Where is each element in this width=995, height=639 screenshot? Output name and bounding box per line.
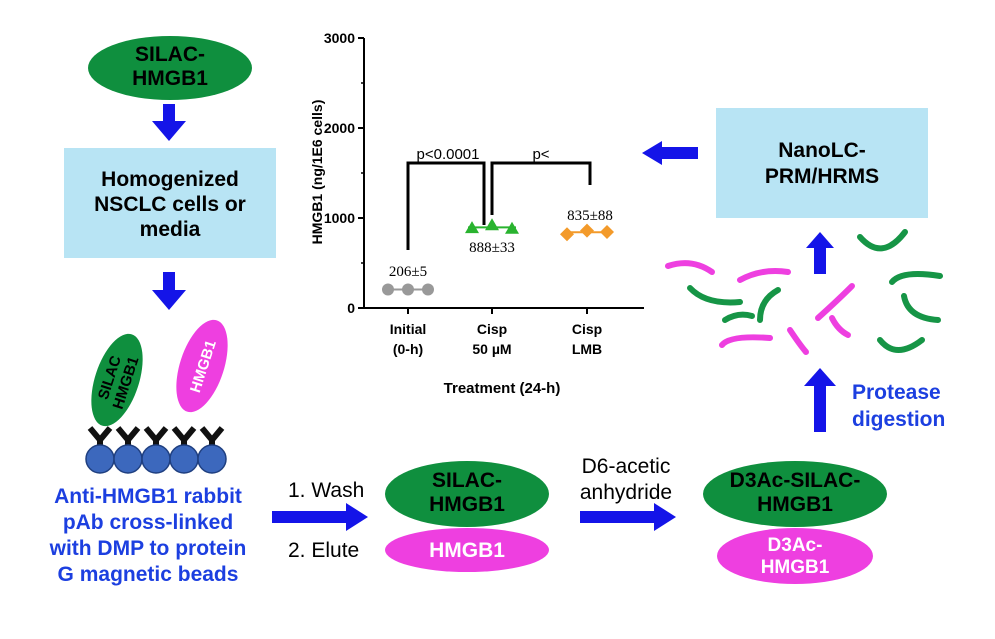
y-tick-label: 3000 xyxy=(324,30,355,46)
peptide-fragment xyxy=(815,283,855,321)
peptide-fragment xyxy=(737,268,791,283)
y-tick-label: 1000 xyxy=(324,210,355,226)
antibody-beads xyxy=(85,426,227,474)
data-label: 888±33 xyxy=(469,240,515,256)
data-point xyxy=(422,283,434,296)
silac-hmgb1-line1: SILAC- xyxy=(135,43,205,66)
bead-hmgb1: HMGB1 xyxy=(176,319,228,413)
data-point xyxy=(600,224,614,239)
data-point xyxy=(382,283,394,296)
protease-line1: Protease xyxy=(852,381,941,404)
homogenized-line3: media xyxy=(140,218,201,241)
right-arrow-icon xyxy=(272,503,368,531)
peptide-fragment xyxy=(687,285,743,306)
left-arrow-icon xyxy=(642,141,698,165)
beads-caption: Anti-HMGB1 rabbit pAb cross-linked with … xyxy=(49,485,247,586)
x-axis-label: Treatment (24-h) xyxy=(444,380,561,397)
data-label: 835±88 xyxy=(567,208,613,224)
data-point xyxy=(465,221,479,234)
peptide-fragment xyxy=(877,337,925,353)
reagent-line1: D6-acetic xyxy=(582,455,671,478)
d3ac-hmgb1-line2: HMGB1 xyxy=(761,557,830,578)
elute-label: 2. Elute xyxy=(288,539,359,562)
data-point xyxy=(402,283,414,296)
comparison-label: p<0.0001 xyxy=(417,146,480,163)
hmgb1-eluted: HMGB1 xyxy=(385,528,549,572)
d3ac-silac-hmgb1-node: D3Ac-SILAC- HMGB1 xyxy=(703,461,887,527)
up-arrow-icon xyxy=(804,368,836,432)
d3ac-silac-line2: HMGB1 xyxy=(757,493,833,516)
peptide-fragment xyxy=(857,229,908,252)
magnetic-bead xyxy=(85,444,115,474)
down-arrow-icon xyxy=(152,272,186,310)
peptide-fragment xyxy=(719,334,773,348)
peptide-fragment xyxy=(665,260,715,275)
comparison-bracket xyxy=(406,161,486,250)
up-arrow-icon xyxy=(806,232,834,274)
y-tick-label: 0 xyxy=(347,300,355,316)
peptide-fragment xyxy=(829,315,851,338)
magnetic-bead xyxy=(169,444,199,474)
data-point xyxy=(580,223,594,238)
silac-eluted-line2: HMGB1 xyxy=(429,493,505,516)
comparison-bracket xyxy=(490,161,592,215)
homogenized-line1: Homogenized xyxy=(101,168,239,191)
silac-eluted-line1: SILAC- xyxy=(432,469,502,492)
peptide-fragments xyxy=(665,229,943,355)
homogenized-box: Homogenized NSCLC cells or media xyxy=(64,148,276,258)
hmgb1-eluted-label: HMGB1 xyxy=(429,539,505,562)
x-tick-label: 50 µM xyxy=(472,341,511,357)
beads-caption-line1: Anti-HMGB1 rabbit xyxy=(54,485,242,508)
nanolc-box: NanoLC- PRM/HRMS xyxy=(716,108,928,218)
d3ac-hmgb1-line1: D3Ac- xyxy=(768,535,823,556)
magnetic-bead xyxy=(113,444,143,474)
data-point xyxy=(505,221,519,234)
wash-label: 1. Wash xyxy=(288,479,364,502)
x-tick-label: Cisp xyxy=(477,321,507,337)
protease-line2: digestion xyxy=(852,408,945,431)
x-tick-label: (0-h) xyxy=(393,341,423,357)
comparison-label: p< xyxy=(532,146,549,163)
silac-hmgb1-eluted: SILAC- HMGB1 xyxy=(385,461,549,527)
magnetic-bead xyxy=(197,444,227,474)
data-point xyxy=(560,227,574,242)
beads-caption-line3: with DMP to protein xyxy=(49,537,247,560)
y-axis-label: HMGB1 (ng/1E6 cells) xyxy=(309,100,325,245)
silac-hmgb1-node: SILAC- HMGB1 xyxy=(88,36,252,100)
x-tick-label: Initial xyxy=(390,321,427,337)
peptide-fragment xyxy=(757,287,781,323)
nanolc-line2: PRM/HRMS xyxy=(765,165,879,188)
silac-hmgb1-line2: HMGB1 xyxy=(132,67,208,90)
x-tick-label: LMB xyxy=(572,341,602,357)
peptide-fragment xyxy=(787,327,809,355)
reagent-line2: anhydride xyxy=(580,481,672,504)
down-arrow-icon xyxy=(152,104,186,141)
bead-silac-hmgb1: SILAC HMGB1 xyxy=(91,333,143,427)
beads-caption-line4: G magnetic beads xyxy=(58,563,239,586)
homogenized-line2: NSCLC cells or xyxy=(94,193,246,216)
x-tick-label: Cisp xyxy=(572,321,602,337)
nanolc-line1: NanoLC- xyxy=(778,139,866,162)
peptide-fragment xyxy=(889,271,943,285)
right-arrow-icon xyxy=(580,503,676,531)
d3ac-hmgb1-node: D3Ac- HMGB1 xyxy=(717,528,873,584)
data-point xyxy=(485,218,499,231)
peptide-fragment xyxy=(722,311,755,323)
y-tick-label: 2000 xyxy=(324,120,355,136)
peptide-fragment xyxy=(901,293,941,323)
data-label: 206±5 xyxy=(389,264,427,280)
magnetic-bead xyxy=(141,444,171,474)
d3ac-silac-line1: D3Ac-SILAC- xyxy=(730,469,861,492)
beads-caption-line2: pAb cross-linked xyxy=(63,511,233,534)
